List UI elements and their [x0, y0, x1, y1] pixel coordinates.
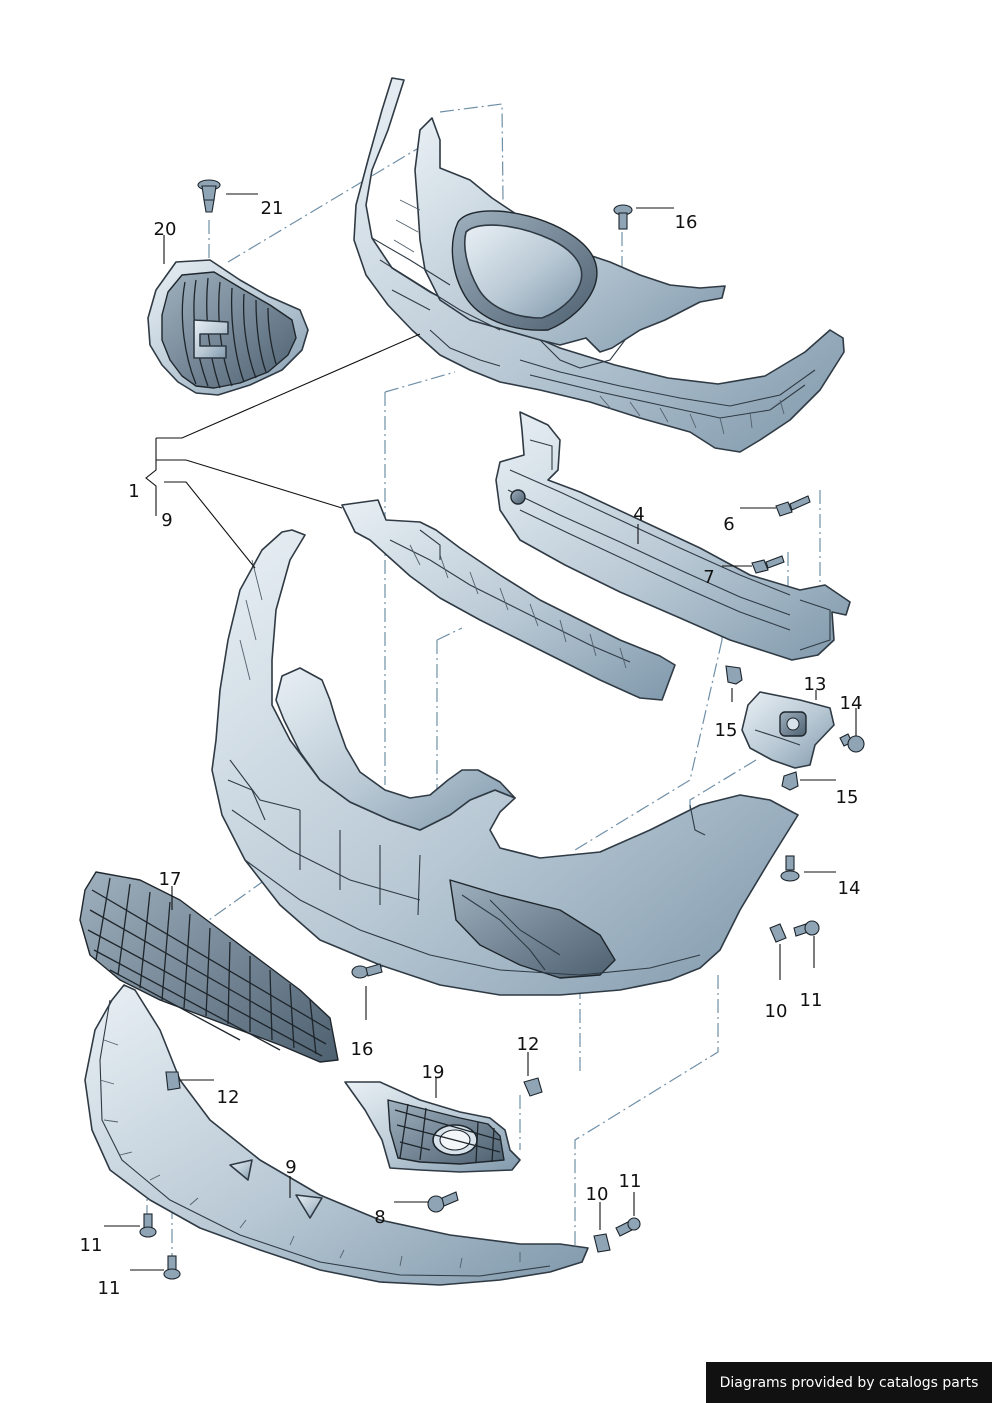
bolt-14-lower [780, 855, 800, 882]
callout-15-lower: 15 [836, 787, 859, 808]
callout-9-upper: 9 [161, 510, 172, 531]
callout-8: 8 [374, 1207, 385, 1228]
callout-11-right: 11 [800, 990, 823, 1011]
side-bracket-part [741, 691, 835, 769]
callout-11-lower-left-b: 11 [98, 1278, 121, 1299]
leader-lines [104, 193, 857, 1271]
callout-14-upper: 14 [840, 693, 863, 714]
callout-21: 21 [261, 198, 284, 219]
callout-4: 4 [633, 504, 644, 525]
nut-15-upper [725, 665, 743, 685]
bolt-6 [775, 495, 811, 517]
impact-absorber-part [341, 499, 676, 701]
callout-13: 13 [804, 674, 827, 695]
front-carrier-part [353, 77, 845, 453]
callout-11-lower-right: 11 [619, 1171, 642, 1192]
lower-spoiler-part [84, 984, 589, 1286]
screw-11-lower-left-b [163, 1255, 181, 1280]
callout-10-right: 10 [765, 1001, 788, 1022]
nut-12-left [165, 1071, 181, 1091]
bumper-cover-part [211, 529, 799, 996]
callout-16-lower: 16 [351, 1039, 374, 1060]
bumper-beam-part [495, 411, 851, 661]
bolt-7 [751, 555, 785, 574]
nut-15-lower [781, 771, 799, 791]
screw-11-lower-left-a [139, 1213, 157, 1238]
screw-11-right [793, 920, 820, 937]
screw-16-lower [351, 963, 383, 979]
callout-labels: 21 20 16 1 9 4 6 7 13 14 15 15 14 17 10 … [80, 198, 863, 1299]
fasteners [139, 179, 865, 1280]
callout-17: 17 [159, 869, 182, 890]
callout-9-lower: 9 [285, 1157, 296, 1178]
foglight-bezel-part [344, 1081, 521, 1173]
clip-21 [197, 179, 221, 213]
callout-15-upper: 15 [715, 720, 738, 741]
lower-grille-part [79, 871, 339, 1063]
callout-14-lower: 14 [838, 878, 861, 899]
callout-10-lower: 10 [586, 1184, 609, 1205]
callout-7: 7 [703, 567, 714, 588]
callout-19: 19 [422, 1062, 445, 1083]
footer-credit: Diagrams provided by catalogs parts [706, 1362, 992, 1403]
callout-12-left: 12 [217, 1087, 240, 1108]
callout-6: 6 [723, 514, 734, 535]
bolt-14-upper [839, 733, 865, 753]
bolt-8 [427, 1191, 459, 1213]
upper-grille-part [147, 259, 309, 396]
screw-16-upper [613, 204, 633, 230]
callout-20: 20 [154, 219, 177, 240]
callout-1: 1 [128, 481, 139, 502]
callout-11-lower-left-a: 11 [80, 1235, 103, 1256]
callout-16-upper: 16 [675, 212, 698, 233]
nut-12-right [523, 1077, 543, 1097]
callout-12-right: 12 [517, 1034, 540, 1055]
clip-10-right [769, 923, 787, 943]
screw-11-lower-right [615, 1217, 641, 1237]
clip-10-lower [593, 1233, 611, 1253]
